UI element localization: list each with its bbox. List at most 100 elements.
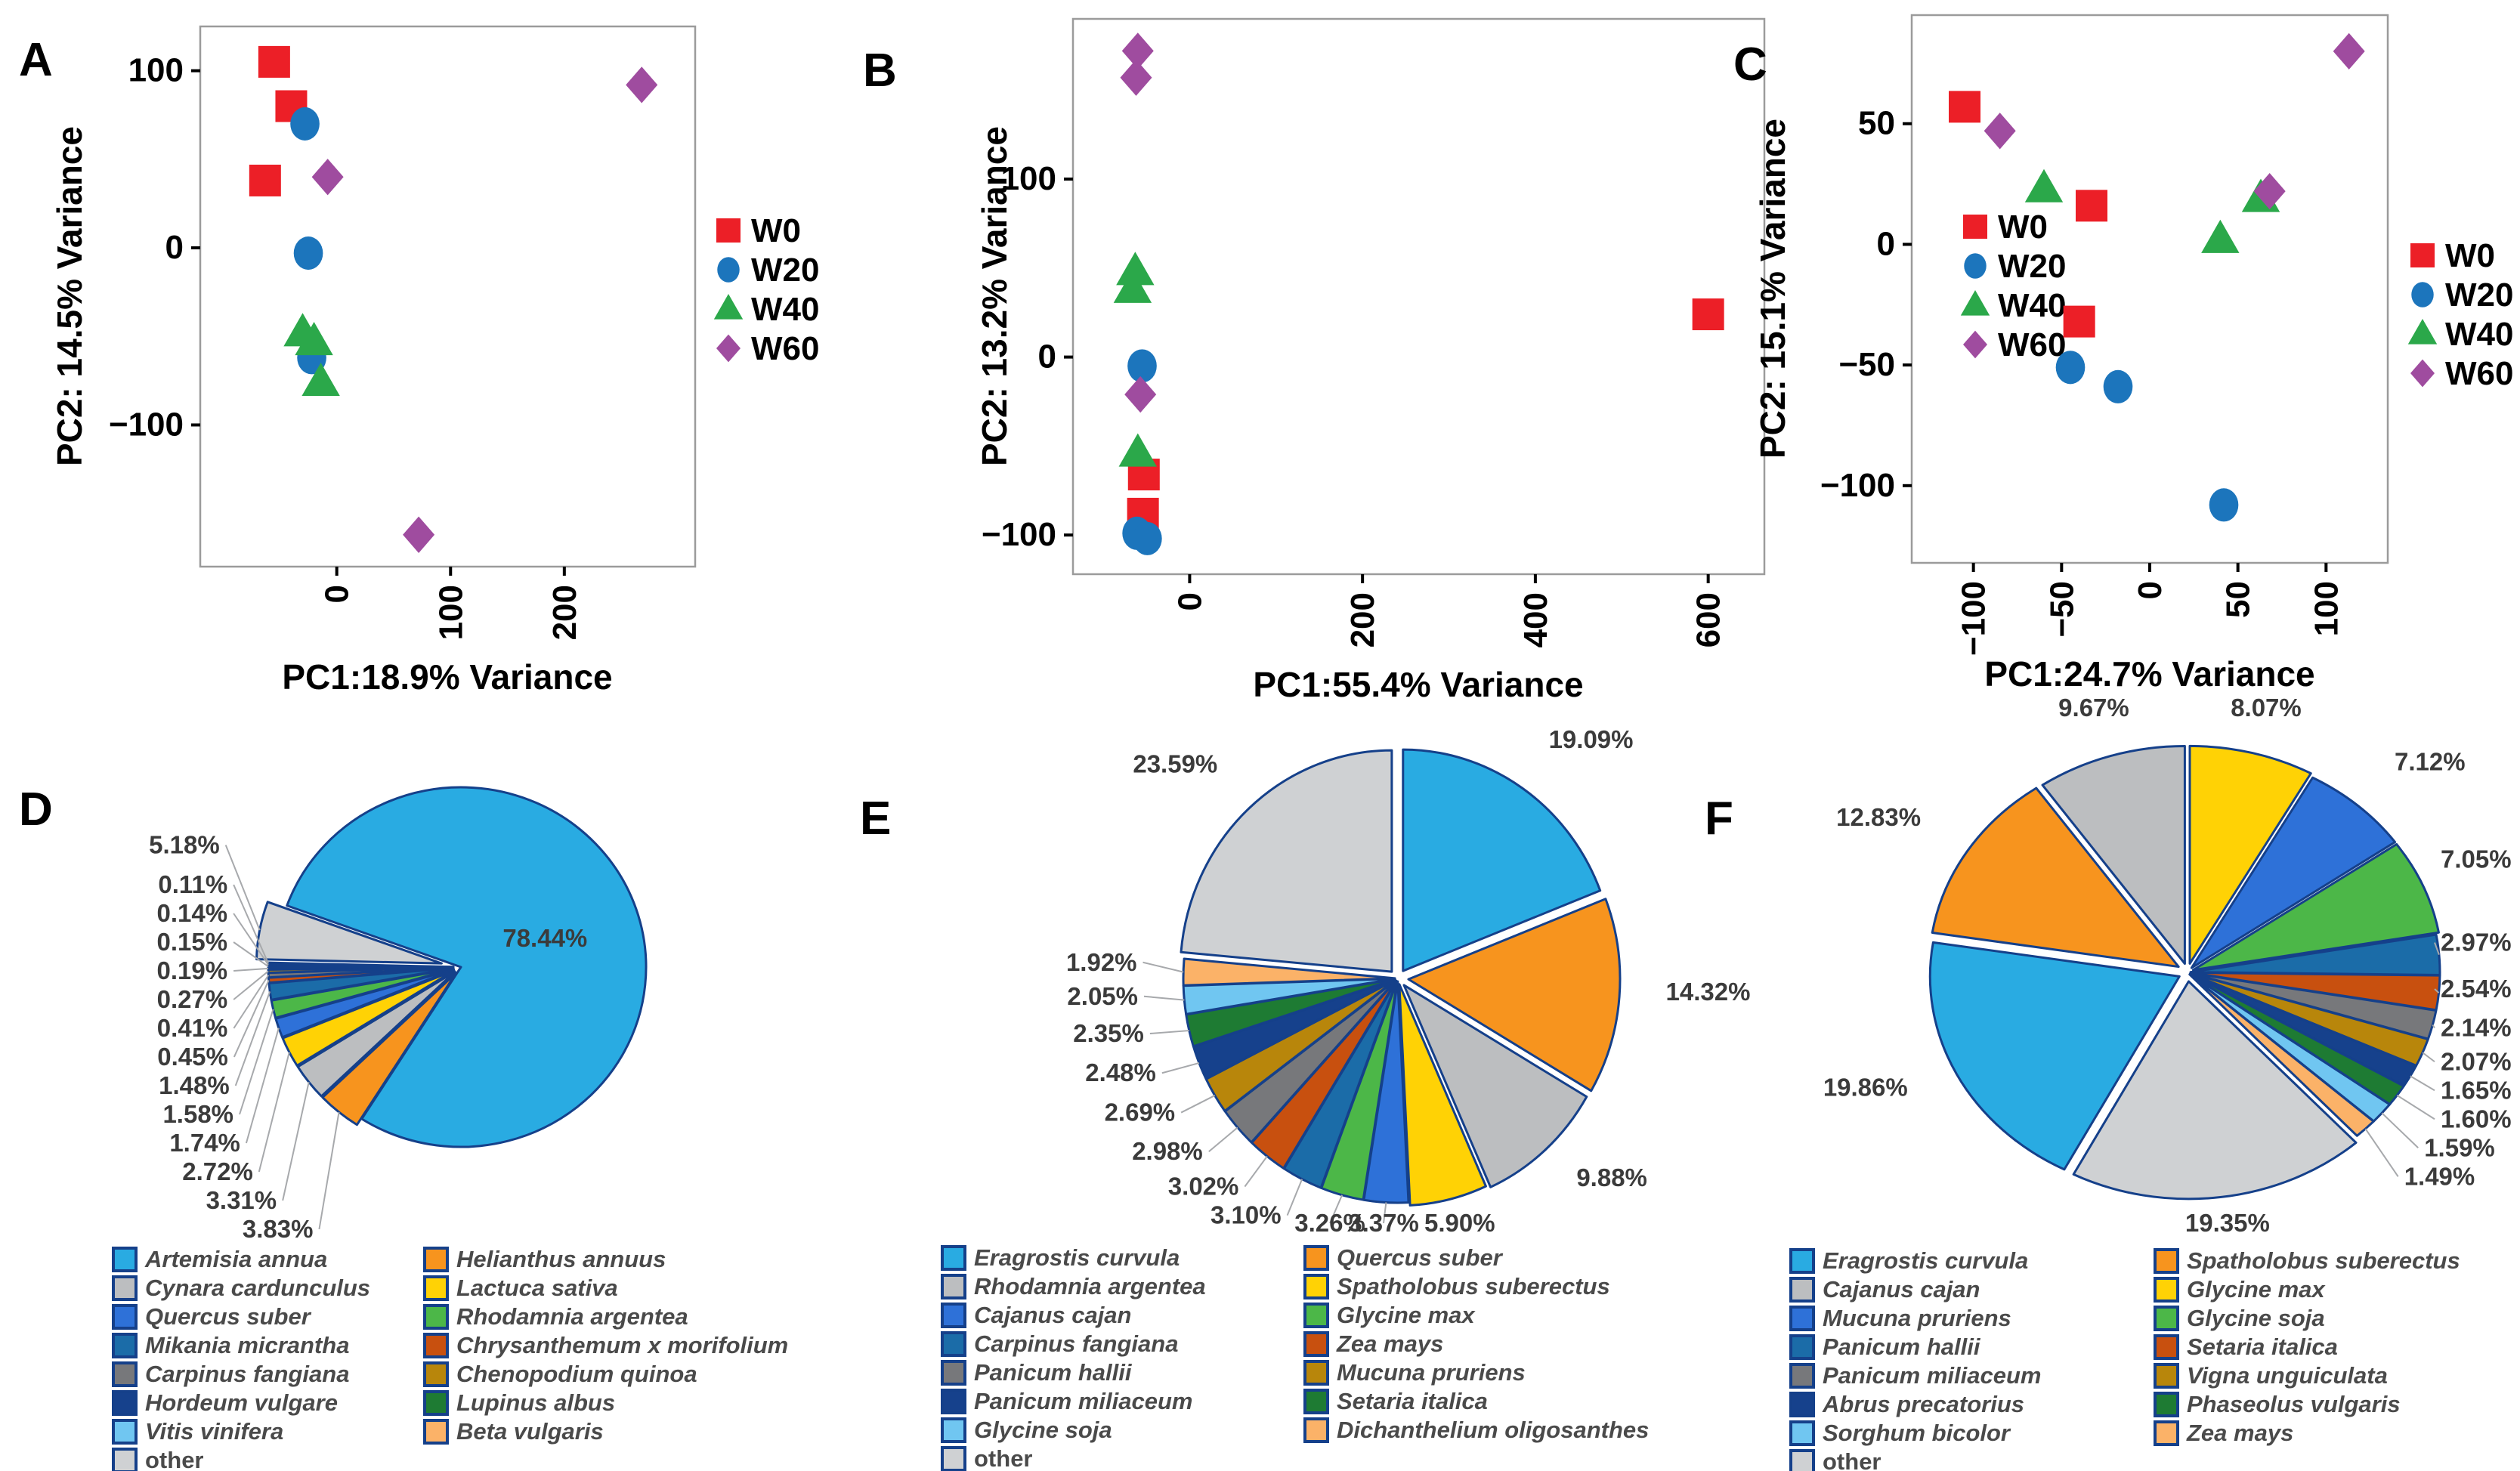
pie-percent-label: 19.09% (1549, 725, 1634, 753)
label-leader-line (1383, 1202, 1387, 1224)
x-axis-title: PC1:55.4% Variance (1253, 665, 1583, 704)
legend-label-W40: W40 (1998, 287, 2066, 324)
point-W20 (2055, 351, 2086, 385)
legend-label-W20: W20 (751, 252, 819, 289)
legend-item: Helianthus annuus (423, 1246, 788, 1272)
y-tick-label: −100 (982, 516, 1056, 553)
legend-item: Glycine max (2154, 1275, 2460, 1303)
legend-item: Hordeum vulgare (112, 1389, 370, 1416)
point-W60 (1124, 375, 1157, 413)
x-tick-label: 200 (546, 585, 583, 640)
point-W0 (1949, 91, 1980, 123)
legend-species-label: Panicum miliaceum (974, 1387, 1193, 1414)
pie-percent-label: 3.37% (1348, 1209, 1419, 1237)
point-W20 (2103, 369, 2133, 403)
legend-swatch (2154, 1333, 2179, 1360)
label-leader-line (1286, 1179, 1303, 1216)
legend-species-label: Abrus precatorius (1823, 1390, 2025, 1417)
pie-percent-label: 2.35% (1073, 1019, 1144, 1047)
pie-percent-label: 0.14% (157, 899, 228, 927)
pie-slice-artemisia-annua (286, 786, 648, 1148)
legend-species-label: Panicum hallii (974, 1358, 1132, 1386)
pie-percent-label: 9.67% (2058, 694, 2129, 722)
pie-percent-label: 3.02% (1168, 1173, 1239, 1201)
legend-item: Glycine max (1303, 1302, 1649, 1328)
label-leader-line (1329, 1194, 1343, 1224)
pie-percent-label: 2.54% (2441, 975, 2512, 1003)
x-tick-label: 200 (1344, 592, 1381, 647)
legend-item: Artemisia annua (112, 1246, 370, 1272)
label-leader-line (233, 913, 269, 966)
label-leader-line (318, 1111, 340, 1230)
legend-item: Setaria italica (2154, 1333, 2460, 1360)
legend-species-label: other (1823, 1448, 1881, 1471)
legend-marker-W0 (1963, 215, 1987, 239)
legend-item: Cynara cardunculus (112, 1275, 370, 1301)
pie-percent-label: 2.48% (1085, 1058, 1156, 1086)
pie-percent-label: 0.11% (158, 870, 227, 898)
pie-percent-label: 19.86% (1823, 1074, 1908, 1102)
pie-percent-label: 3.26% (1294, 1209, 1365, 1237)
pie-percent-label: 0.41% (157, 1014, 228, 1042)
legend-item: Abrus precatorius (1789, 1390, 2041, 1417)
legend-swatch (1303, 1244, 1329, 1271)
legend-swatch (112, 1275, 138, 1301)
pie-slice-dichanthelium-oligosanthes (1182, 957, 1396, 987)
y-tick-label: −50 (1838, 346, 1895, 383)
pie-percent-label: 1.59% (2424, 1133, 2495, 1161)
label-leader-line (2364, 1128, 2399, 1177)
label-leader-line (233, 967, 269, 972)
legend-species-label: Phaseolus vulgaris (2187, 1390, 2401, 1417)
y-axis-title: PC2: 14.5% Variance (50, 126, 89, 466)
point-W60 (2333, 32, 2365, 70)
legend-item: Vitis vinifera (112, 1418, 370, 1445)
legend-swatch (1303, 1330, 1329, 1357)
legend-item: Carpinus fangiana (941, 1330, 1206, 1357)
legend-item: other (112, 1447, 370, 1471)
y-tick-label: 100 (1001, 160, 1056, 197)
plot-border-A (199, 25, 697, 568)
legend-item: Panicum miliaceum (1789, 1362, 2041, 1389)
legend-species-label: other (974, 1445, 1033, 1471)
pie-slice-glycine-soja (2191, 842, 2440, 972)
legend-swatch (112, 1361, 138, 1387)
legend-swatch (941, 1445, 966, 1471)
point-W40 (1118, 433, 1157, 467)
legend-species-label: Glycine max (2187, 1275, 2325, 1303)
point-W40 (1116, 252, 1155, 286)
label-leader-line (233, 970, 269, 1000)
point-W60 (626, 66, 658, 104)
legend-label-W20: W20 (1998, 248, 2066, 285)
pie-percent-label: 2.14% (2441, 1013, 2512, 1041)
label-leader-line (1208, 1126, 1238, 1152)
y-tick-label: 100 (128, 52, 184, 89)
label-leader-line (233, 980, 270, 1058)
legend-label-W60: W60 (751, 330, 819, 367)
legend-marker-W40 (1960, 290, 1990, 316)
label-leader-line (233, 975, 270, 1029)
pie-slice-other (1180, 749, 1393, 973)
legend-item: Spatholobus suberectus (2154, 1247, 2460, 1274)
legend-swatch (2154, 1276, 2179, 1303)
point-W0 (249, 164, 281, 196)
pie-percent-label: 1.60% (2441, 1105, 2512, 1133)
legend-marker-W0 (716, 218, 741, 243)
legend-item: Panicum miliaceum (941, 1387, 1206, 1414)
legend-marker-W40 (713, 294, 744, 320)
legend-item: Zea mays (1303, 1330, 1649, 1357)
y-tick-label: −100 (1820, 467, 1895, 504)
legend-swatch (2154, 1420, 2179, 1446)
legend-swatch (112, 1303, 138, 1330)
legend-species-label: Rhodamnia argentea (974, 1272, 1206, 1299)
legend-species-label: Chenopodium quinoa (456, 1360, 697, 1387)
legend-swatch (423, 1303, 449, 1330)
point-W60 (311, 159, 344, 196)
pie-percent-label: 9.88% (1576, 1164, 1647, 1191)
pie-percent-label: 1.48% (159, 1071, 230, 1099)
panel-label-b: B (863, 45, 897, 97)
legend-species-label: Dichanthelium oligosanthes (1337, 1416, 1650, 1443)
